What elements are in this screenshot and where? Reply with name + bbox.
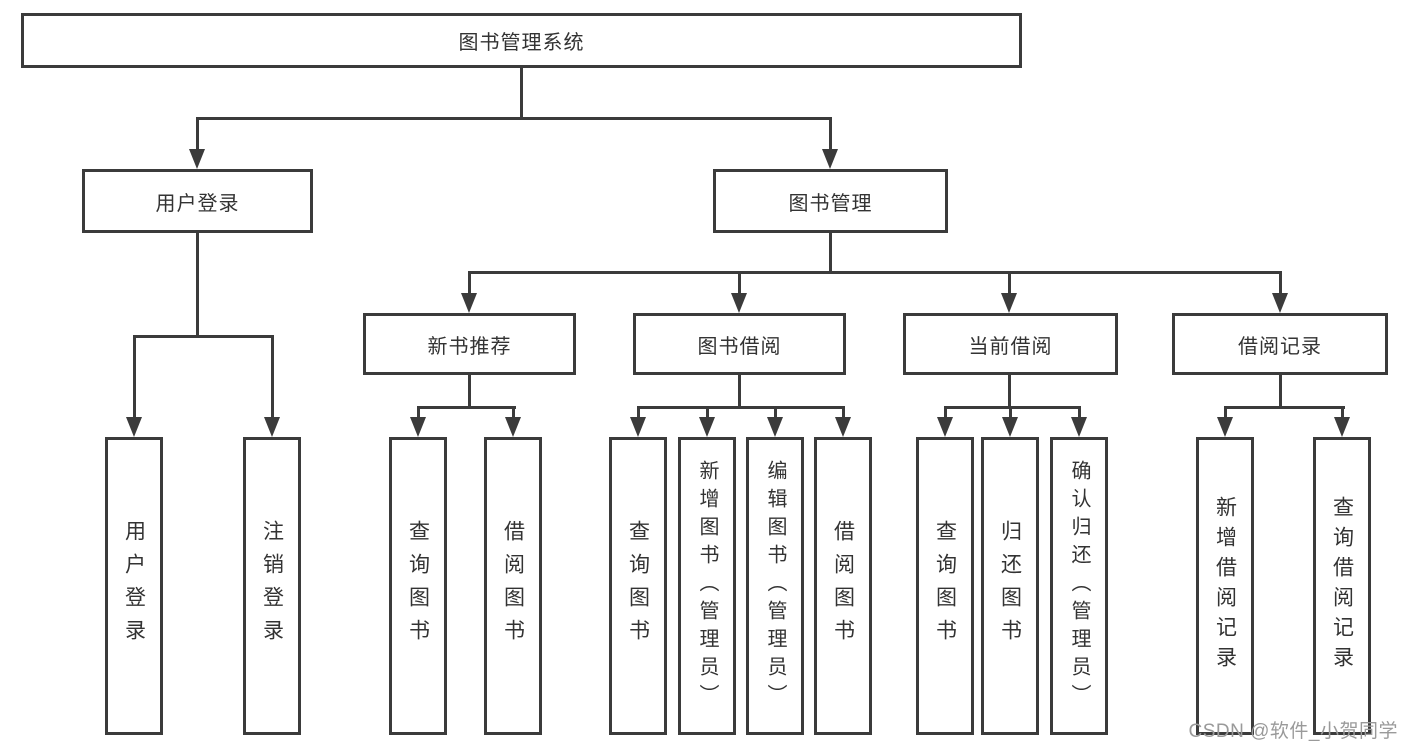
- arrow-to-leaf-add-books-admin: [705, 406, 709, 417]
- connector-book-borrowing-trunk: [738, 374, 741, 408]
- connector-new-book-split: [416, 406, 516, 409]
- connector-current-borrowing-split: [943, 406, 1081, 409]
- leaf-label: 用户登录: [122, 520, 146, 652]
- leaf-label: 查询图书: [406, 520, 430, 652]
- node-label: 图书管理系统: [458, 32, 585, 54]
- arrow-to-leaf-borrow-books: [841, 406, 845, 417]
- leaf-label: 新增借阅记录: [1213, 496, 1237, 676]
- connector-user-login-split: [132, 335, 274, 338]
- leaf-query-borrow-record: 查询借阅记录: [1313, 437, 1371, 735]
- node-label: 用户登录: [155, 192, 240, 215]
- arrow-to-leaf-return-books: [1008, 406, 1012, 417]
- leaf-label: 新增图书（管理员）: [696, 460, 718, 712]
- node-label: 新书推荐: [427, 335, 512, 358]
- leaf-add-books-admin: 新增图书（管理员）: [678, 437, 736, 735]
- connector-new-book-trunk: [468, 374, 471, 408]
- arrow-to-new-book-recommendation: [467, 271, 471, 293]
- arrow-to-leaf-edit-books-admin: [773, 406, 777, 417]
- leaf-logout: 注销登录: [243, 437, 301, 735]
- arrow-to-borrowing-records: [1278, 271, 1282, 293]
- node-borrowing-records: 借阅记录: [1172, 313, 1388, 375]
- leaf-label: 查询图书: [933, 520, 957, 652]
- node-label: 图书管理: [788, 192, 873, 215]
- leaf-confirm-return-admin: 确认归还（管理员）: [1050, 437, 1108, 735]
- node-book-borrowing: 图书借阅: [633, 313, 846, 375]
- leaf-label: 查询借阅记录: [1330, 496, 1354, 676]
- node-new-book-recommendation: 新书推荐: [363, 313, 576, 375]
- node-label: 当前借阅: [968, 335, 1053, 358]
- node-current-borrowing: 当前借阅: [903, 313, 1118, 375]
- arrow-to-leaf-add-borrow-record: [1223, 406, 1227, 417]
- node-book-management: 图书管理: [713, 169, 948, 233]
- leaf-add-borrow-record: 新增借阅记录: [1196, 437, 1254, 735]
- arrow-to-leaf-user-login: [132, 335, 136, 417]
- arrow-to-book-management: [828, 117, 832, 149]
- arrow-to-leaf-logout: [270, 335, 274, 417]
- leaf-borrow-books-recommend: 借阅图书: [484, 437, 542, 735]
- leaf-label: 编辑图书（管理员）: [764, 460, 786, 712]
- watermark: CSDN @软件_小贺同学: [1188, 721, 1398, 742]
- connector-root-trunk: [520, 67, 523, 118]
- connector-borrowing-records-split: [1223, 406, 1345, 409]
- node-label: 图书借阅: [697, 335, 782, 358]
- arrow-to-user-login: [195, 117, 199, 149]
- node-library-management-system: 图书管理系统: [21, 13, 1022, 68]
- arrow-to-leaf-confirm-return-admin: [1077, 406, 1081, 417]
- connector-current-borrowing-trunk: [1008, 374, 1011, 408]
- leaf-label: 借阅图书: [831, 520, 855, 652]
- arrow-to-leaf-borrow-books-recommend: [511, 406, 515, 417]
- node-user-login: 用户登录: [82, 169, 313, 233]
- arrow-to-leaf-query-books-recommend: [416, 406, 420, 417]
- leaf-label: 借阅图书: [501, 520, 525, 652]
- connector-book-borrowing-split: [636, 406, 845, 409]
- leaf-label: 查询图书: [626, 520, 650, 652]
- leaf-query-books-recommend: 查询图书: [389, 437, 447, 735]
- leaf-borrow-books: 借阅图书: [814, 437, 872, 735]
- connector-user-login-trunk: [196, 232, 199, 338]
- leaf-query-books-borrow: 查询图书: [609, 437, 667, 735]
- connector-book-management-split: [467, 271, 1282, 274]
- arrow-to-leaf-query-borrow-record: [1340, 406, 1344, 417]
- node-label: 借阅记录: [1238, 335, 1322, 358]
- connector-root-split: [195, 117, 832, 120]
- arrow-to-current-borrowing: [1007, 271, 1011, 293]
- arrow-to-leaf-query-books-current: [943, 406, 947, 417]
- connector-borrowing-records-trunk: [1279, 374, 1282, 408]
- leaf-user-login: 用户登录: [105, 437, 163, 735]
- arrow-to-leaf-query-books-borrow: [636, 406, 640, 417]
- leaf-label: 确认归还（管理员）: [1068, 460, 1090, 712]
- arrow-to-book-borrowing: [737, 271, 741, 293]
- leaf-label: 归还图书: [998, 520, 1022, 652]
- connector-book-management-trunk: [829, 232, 832, 274]
- leaf-label: 注销登录: [260, 520, 284, 652]
- leaf-return-books: 归还图书: [981, 437, 1039, 735]
- leaf-edit-books-admin: 编辑图书（管理员）: [746, 437, 804, 735]
- leaf-query-books-current: 查询图书: [916, 437, 974, 735]
